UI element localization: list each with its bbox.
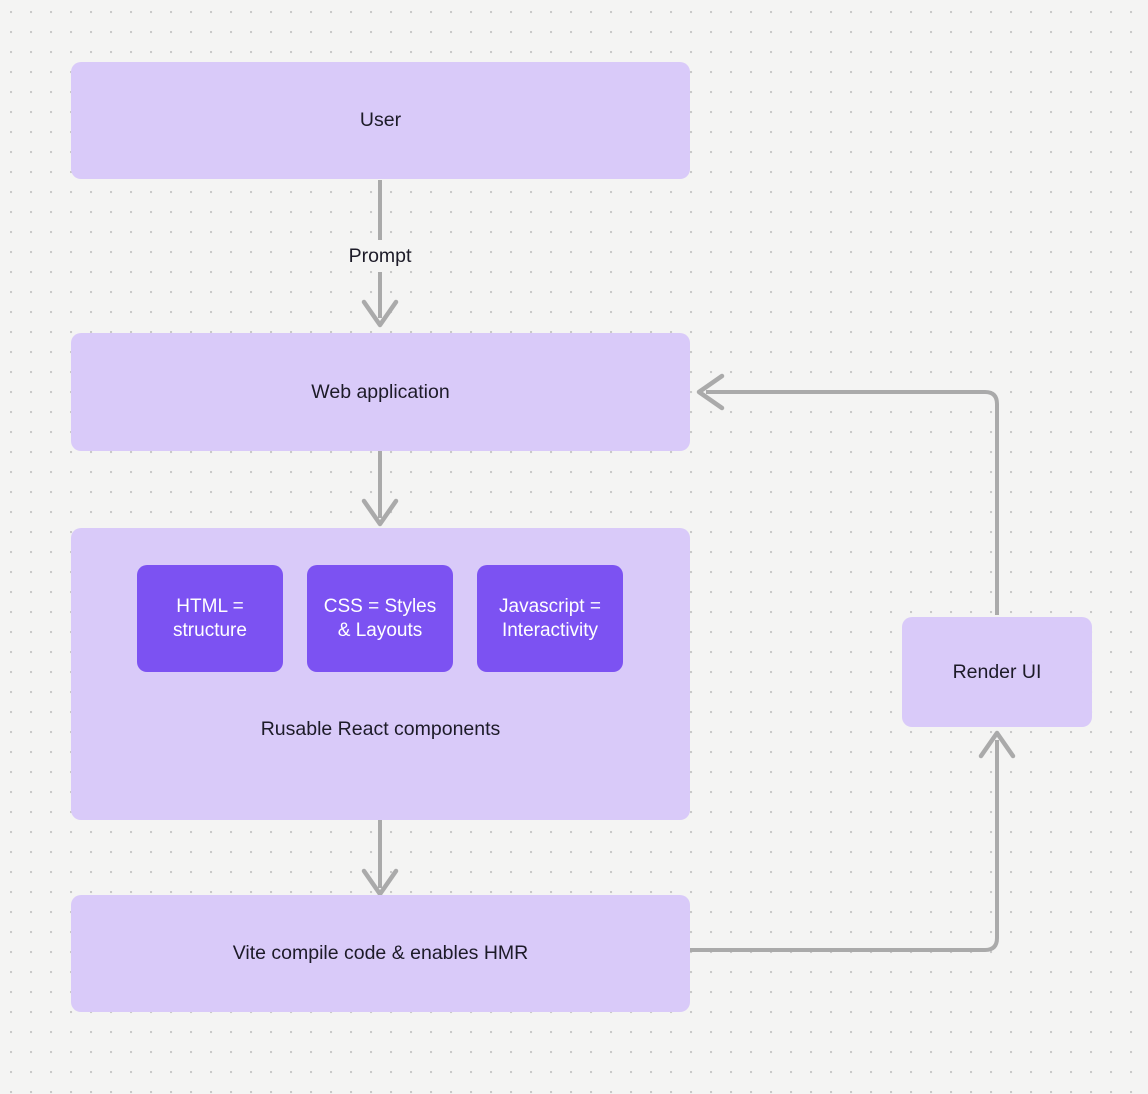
node-vite-label: Vite compile code & enables HMR	[232, 942, 529, 964]
node-web-application-label: Web application	[311, 380, 450, 403]
node-vite[interactable]: Vite compile code & enables HMR	[71, 895, 690, 1012]
node-css-line-1: CSS = Styles	[323, 595, 437, 617]
node-javascript-line-2: Interactivity	[501, 619, 599, 641]
node-css-line-2: & Layouts	[337, 619, 423, 641]
node-javascript[interactable]: Javascript = Interactivity	[477, 565, 623, 672]
edge-web-to-components	[361, 451, 399, 527]
node-render-ui-label: Render UI	[952, 660, 1042, 683]
edge-vite-to-render	[690, 730, 1016, 952]
node-web-application[interactable]: Web application	[71, 333, 690, 451]
edge-render-to-web	[696, 373, 999, 615]
node-html-line-2: structure	[173, 619, 247, 641]
node-css[interactable]: CSS = Styles & Layouts	[307, 565, 453, 672]
node-html-line-1: HTML =	[176, 595, 244, 617]
edge-components-to-vite	[361, 820, 399, 897]
node-user-label: User	[359, 109, 402, 131]
node-components-label: Rusable React components	[260, 718, 501, 740]
node-render-ui[interactable]: Render UI	[902, 617, 1092, 727]
node-javascript-line-1: Javascript =	[499, 595, 601, 617]
node-html[interactable]: HTML = structure	[137, 565, 283, 672]
node-components[interactable]: HTML = structure CSS = Styles & Layouts …	[71, 528, 690, 820]
edge-label-prompt: Prompt	[348, 245, 412, 267]
node-user[interactable]: User	[71, 62, 690, 179]
